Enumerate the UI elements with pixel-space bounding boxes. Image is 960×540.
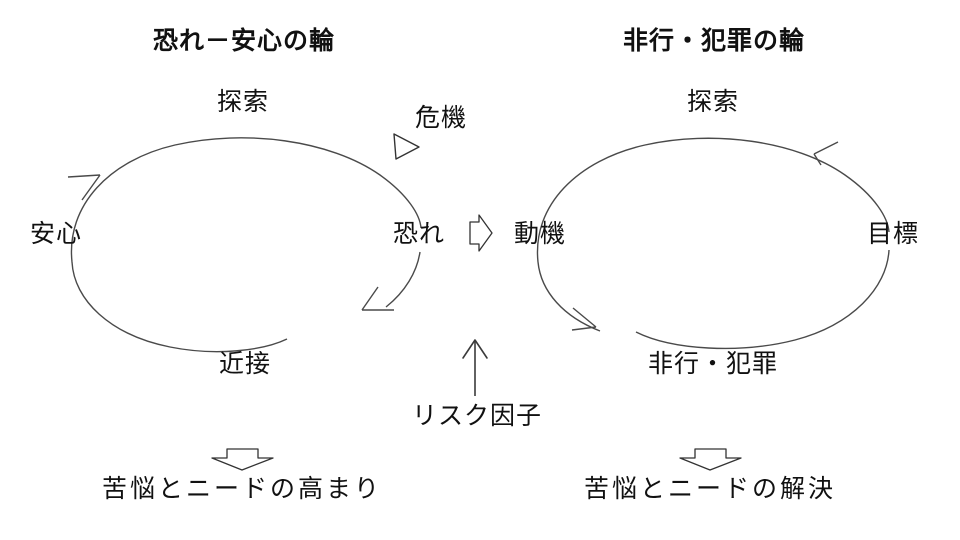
right-cycle-title: 非行・犯罪の輪 xyxy=(622,27,806,55)
left-cycle-arc-lower xyxy=(71,261,288,353)
left-cycle-outcome-label: 苦悩とニードの高まり xyxy=(101,475,383,503)
left-cycle-node-bottom: 近接 xyxy=(218,350,272,378)
hollow-down-arrow-icon-left xyxy=(211,448,274,471)
up-arrow-icon xyxy=(462,339,488,359)
right-cycle-node-bottom: 非行・犯罪 xyxy=(647,350,779,378)
left-cycle-node-right: 恐れ xyxy=(392,220,446,248)
right-cycle-arrowhead-top xyxy=(813,141,839,166)
right-cycle-node-top: 探索 xyxy=(686,88,740,116)
left-cycle-arrowhead-top xyxy=(67,174,101,201)
right-cycle-node-right: 目標 xyxy=(866,220,920,248)
left-cycle-arc-right-lower xyxy=(385,251,421,308)
right-cycle-arc-upper xyxy=(536,137,890,263)
hollow-down-arrow-icon-right xyxy=(679,448,742,471)
crisis-label: 危機 xyxy=(414,104,468,132)
left-cycle-node-left: 安心 xyxy=(29,220,83,248)
right-cycle-node-left: 動機 xyxy=(513,220,567,248)
left-cycle-arc-upper xyxy=(70,137,422,263)
left-cycle-title: 恐れ－安心の輪 xyxy=(152,27,336,55)
risk-factor-label: リスク因子 xyxy=(411,402,543,430)
right-cycle-arc-lower-right xyxy=(635,249,890,350)
left-cycle-arrowhead-bottom xyxy=(361,286,394,311)
right-cycle-outcome-label: 苦悩とニードの解決 xyxy=(583,475,837,503)
right-cycle-arrowhead-bottom xyxy=(571,307,597,331)
left-cycle-node-top: 探索 xyxy=(216,88,270,116)
hollow-triangle-icon xyxy=(393,133,420,160)
hollow-right-arrow-icon xyxy=(469,214,493,252)
right-cycle-arc-lower-left xyxy=(537,261,601,332)
